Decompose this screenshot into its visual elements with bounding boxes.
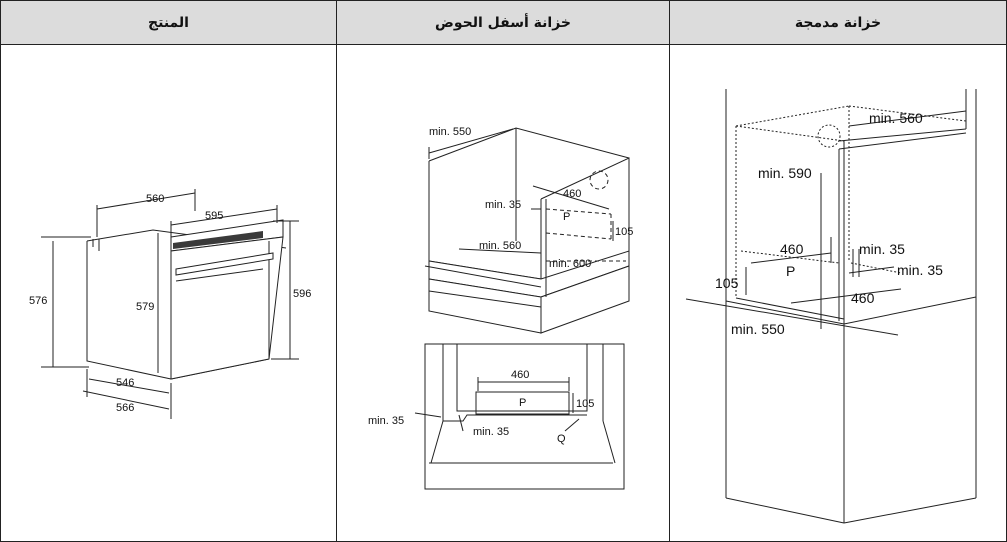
dim-595: 595 — [205, 210, 223, 222]
uc-460: 460 — [563, 188, 581, 200]
bi-460-bottom: 460 — [851, 290, 875, 306]
header-product-label: المنتج — [148, 14, 189, 31]
dim-579: 579 — [136, 301, 154, 313]
plan-p: P — [519, 397, 526, 409]
header-undercounter: خزانة أسفل الحوض — [337, 1, 669, 45]
bi-min35-a: min. 35 — [859, 241, 905, 257]
column-divider-1 — [336, 1, 337, 541]
column-divider-2 — [669, 1, 670, 541]
uc-min550: min. 550 — [429, 126, 471, 138]
plan-q: Q — [557, 433, 566, 445]
plan-105: 105 — [576, 398, 594, 410]
header-product: المنتج — [1, 1, 336, 45]
dim-596: 596 — [293, 288, 311, 300]
undercounter-drawing: min. 550 min. 35 460 P 105 min. 560 min.… — [368, 126, 633, 490]
bi-460-top: 460 — [780, 241, 804, 257]
uc-min560: min. 560 — [479, 240, 521, 252]
bi-min560: min. 560 — [869, 110, 923, 126]
plan-460: 460 — [511, 369, 529, 381]
builtin-drawing: min. 560 min. 590 460 P min. 35 min. 35 … — [685, 89, 977, 524]
bi-min550: min. 550 — [731, 321, 785, 337]
bi-min35-b: min. 35 — [897, 262, 943, 278]
uc-p: P — [563, 211, 570, 223]
plan-min35-right: min. 35 — [473, 426, 509, 438]
bi-105: 105 — [715, 275, 739, 291]
bi-min590: min. 590 — [758, 165, 812, 181]
plan-min35-left: min. 35 — [368, 415, 404, 427]
header-builtin: خزانة مدمجة — [670, 1, 1006, 45]
uc-105: 105 — [615, 226, 633, 238]
header-undercounter-label: خزانة أسفل الحوض — [435, 14, 571, 31]
header-builtin-label: خزانة مدمجة — [794, 14, 882, 31]
dim-566: 566 — [116, 402, 134, 414]
dim-560: 560 — [146, 193, 164, 205]
bi-p: P — [786, 263, 795, 279]
dim-576: 576 — [29, 295, 47, 307]
dim-546: 546 — [116, 377, 134, 389]
uc-min35: min. 35 — [485, 199, 521, 211]
product-drawing: 560 595 576 579 596 546 566 — [29, 189, 311, 419]
uc-min600: min. 600 — [549, 258, 591, 270]
